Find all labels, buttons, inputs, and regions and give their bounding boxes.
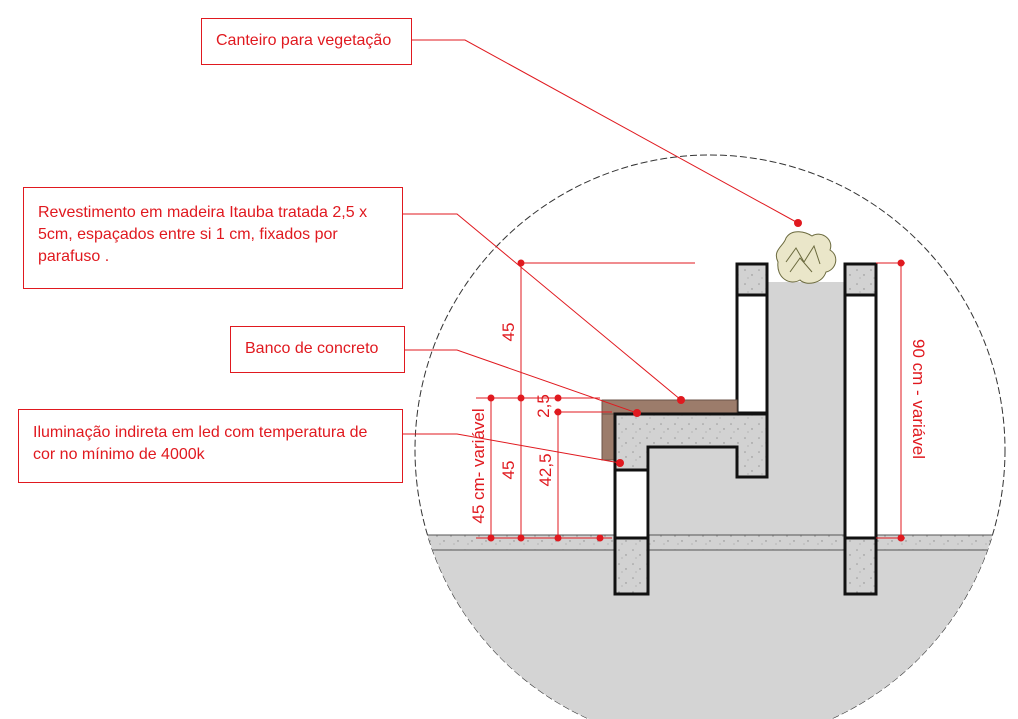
back-wall [735,293,769,415]
dim-45-upper: 45 [499,323,518,342]
callout-revestimento: Revestimento em madeira Itauba tratada 2… [23,187,403,289]
callout-iluminacao: Iluminação indireta em led com temperatu… [18,409,403,483]
left-footing [613,536,650,596]
dim-42-5: 42,5 [536,453,555,486]
callout-banco: Banco de concreto [230,326,405,373]
dimension-dots [487,259,905,542]
wood-seat-front [601,413,616,461]
back-wall-cap [735,262,769,297]
left-wall [613,468,650,540]
right-footing [843,536,878,596]
detail-circle [414,154,1006,719]
leader-dots [616,219,802,467]
right-wall-cap [843,262,878,297]
wood-seat-top [601,399,738,415]
callout-banco-text: Banco de concreto [245,340,379,357]
callout-iluminacao-text: Iluminação indireta em led com temperatu… [33,424,368,463]
callout-canteiro: Canteiro para vegetação [201,18,412,65]
right-wall [843,293,878,542]
dim-45cm-variavel: 45 cm- variável [469,408,488,523]
dim-45-lower: 45 [499,461,518,480]
callout-canteiro-text: Canteiro para vegetação [216,32,392,49]
callout-revestimento-text: Revestimento em madeira Itauba tratada 2… [38,204,368,265]
leader-lines [403,39,799,464]
dim-2-5: 2,5 [534,394,553,418]
concrete-bench [613,412,769,479]
plant-icon [775,231,837,284]
dim-90cm-variavel: 90 cm - variável [909,339,928,459]
